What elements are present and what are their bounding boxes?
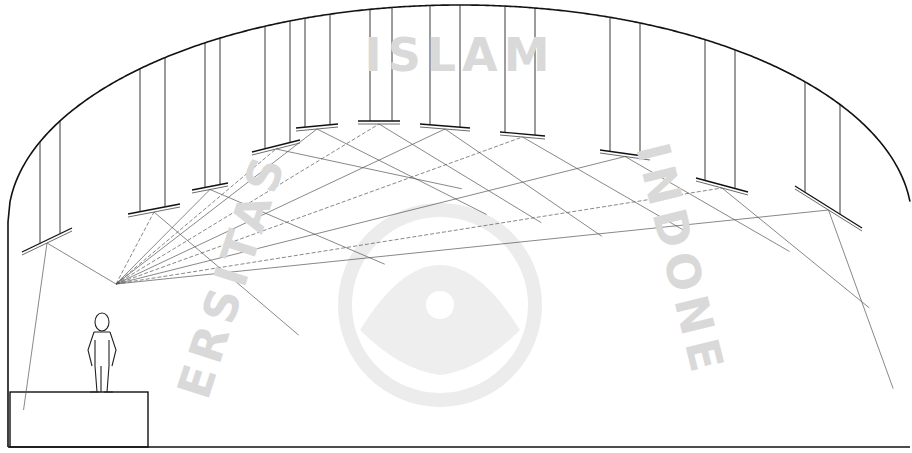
panel-hanger: [40, 142, 41, 244]
watermark-dot: [426, 291, 454, 319]
watermark-text: ERSITAS: [171, 146, 294, 403]
incident-ray: [47, 243, 116, 284]
reflected-ray: [24, 243, 47, 410]
reflector-panels: [22, 5, 862, 255]
panel-hanger: [705, 40, 706, 181]
incident-ray: [116, 212, 154, 284]
reflector-panel: [696, 178, 748, 192]
reflector-panel: [22, 228, 72, 252]
watermark-emblem: [360, 265, 520, 375]
watermark-text: INDONE: [629, 139, 731, 382]
incident-ray: [116, 188, 722, 284]
panel-hanger: [290, 21, 291, 143]
reflected-ray: [829, 210, 894, 389]
panel-hanger: [220, 38, 221, 184]
reflected-ray: [317, 129, 487, 215]
panel-hanger: [805, 82, 806, 192]
incident-ray: [116, 137, 523, 284]
hall-ceiling: [8, 5, 910, 447]
panel-hanger: [305, 18, 306, 127]
stage-platform: [10, 392, 148, 447]
watermark-logo: [345, 210, 535, 400]
reflector-panel: [358, 120, 400, 121]
panel-hanger: [840, 104, 841, 214]
panel-hanger: [330, 14, 331, 125]
watermark-text: ISLAM: [365, 32, 556, 78]
panel-hanger: [140, 69, 141, 212]
reflector-panel: [192, 183, 228, 190]
panel-hanger: [165, 58, 166, 207]
sound-rays: [24, 124, 894, 410]
reflected-ray: [722, 188, 869, 308]
reflected-ray: [445, 129, 602, 236]
speaker-head: [95, 313, 109, 331]
incident-ray: [116, 157, 625, 285]
panel-hanger: [610, 17, 611, 151]
incident-ray: [116, 129, 445, 284]
watermark-ring: [345, 210, 535, 400]
speaker-body: [88, 332, 116, 392]
panel-hanger: [60, 121, 61, 234]
panel-hanger: [640, 23, 641, 156]
panel-hanger: [735, 50, 736, 189]
incident-ray: [116, 190, 210, 285]
reflector-panel: [795, 186, 862, 228]
panel-hanger: [205, 43, 206, 188]
panel-hanger: [265, 26, 266, 149]
speaker-figure: [88, 313, 116, 392]
